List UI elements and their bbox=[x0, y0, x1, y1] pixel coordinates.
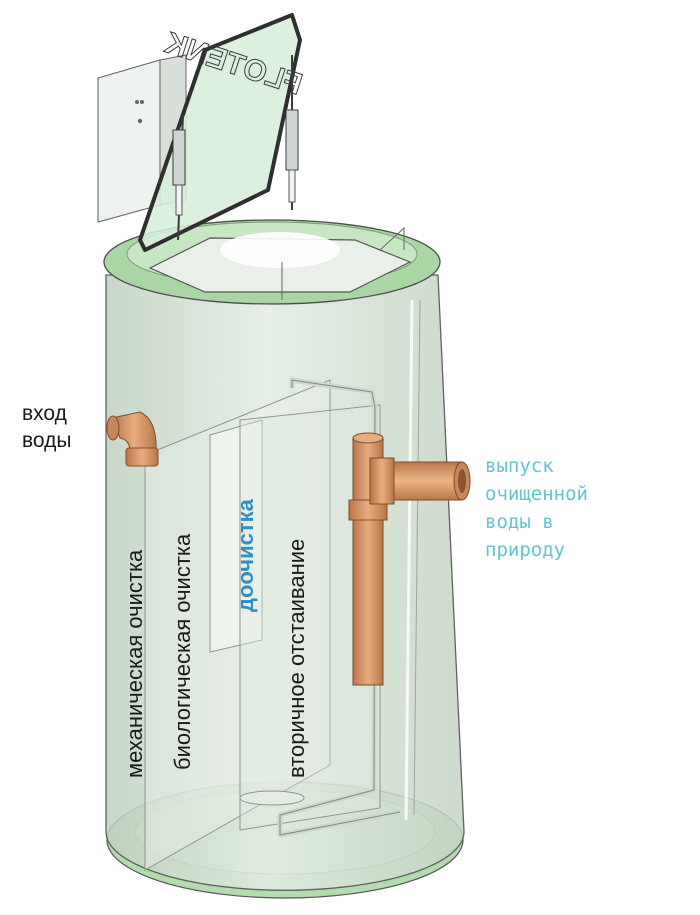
outlet-pipe bbox=[348, 432, 471, 686]
stage-label-post-treatment: доочистка bbox=[233, 499, 258, 612]
inlet-pipe bbox=[106, 411, 159, 467]
stage-label-secondary-settling: вторичное отстаивание bbox=[284, 538, 309, 778]
stage-label-biological: биологическая очистка bbox=[170, 533, 195, 770]
stage-label-mechanical: механическая очистка bbox=[122, 549, 147, 778]
gas-struts bbox=[172, 55, 299, 241]
partition-secondary bbox=[239, 404, 381, 831]
outlet-label: выпуск очищенной воды в природу bbox=[485, 455, 588, 561]
control-box bbox=[97, 59, 161, 223]
inlet-label: вход воды bbox=[22, 402, 72, 452]
aerator-disc bbox=[239, 790, 305, 806]
partition-biological bbox=[209, 419, 263, 653]
